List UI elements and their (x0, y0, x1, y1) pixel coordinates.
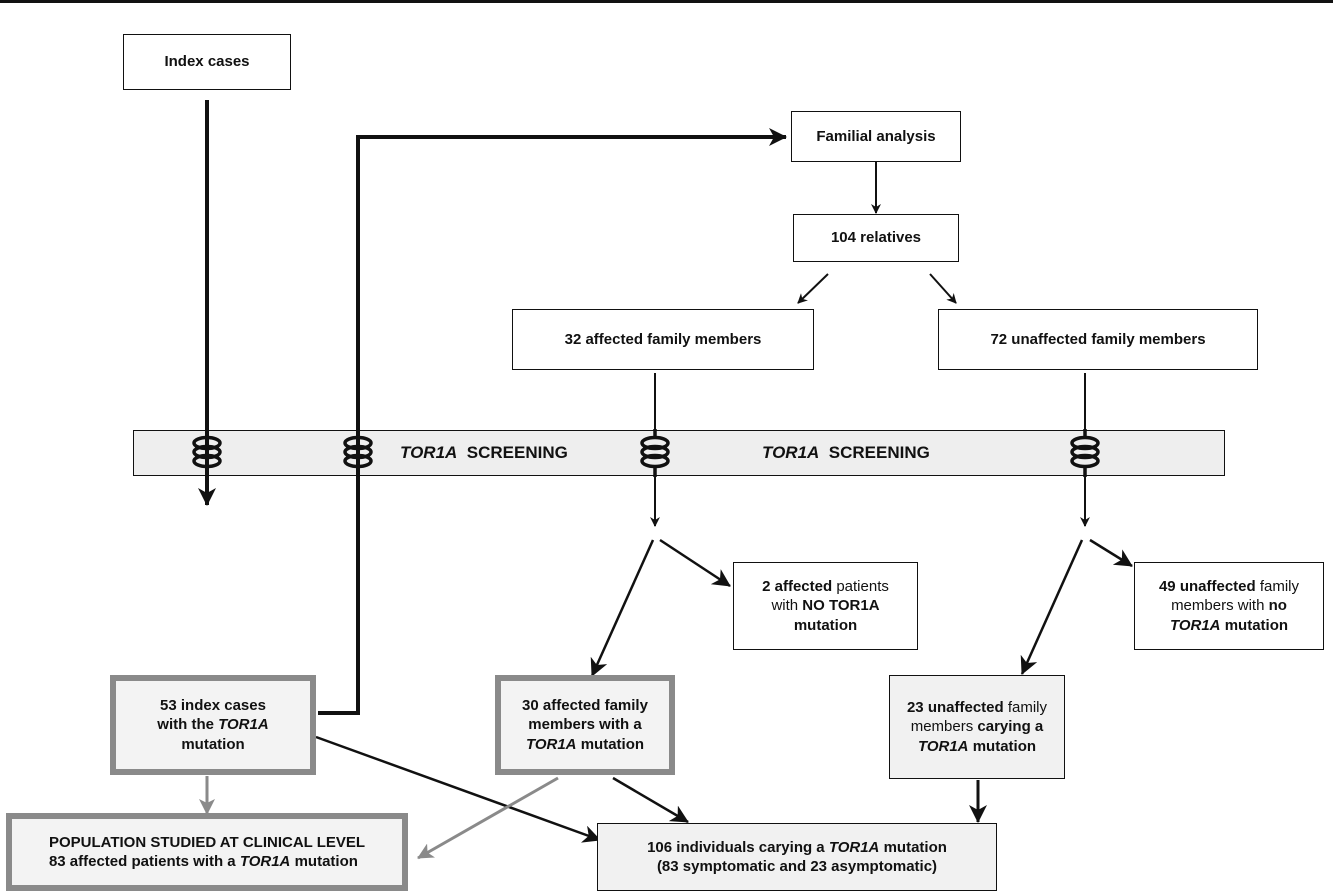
screening-label-1: TOR1A SCREENING (400, 443, 568, 462)
index-to-carriers-arrow (315, 735, 601, 843)
affected-to-population-arrow (417, 776, 559, 860)
affected-to-carriers-arrow (612, 776, 689, 824)
index-cases-mutation-box: 53 index cases with the TOR1A mutation (110, 675, 316, 775)
dna-coil-icon (1070, 429, 1100, 477)
dna-coil-icon (640, 429, 670, 477)
carriers-box: 106 individuals carying a TOR1A mutation… (597, 823, 997, 891)
unaffected-family-box: 72 unaffected family members (938, 309, 1258, 370)
coil-icons (192, 429, 1100, 477)
relatives-to-affected-arrow (797, 273, 829, 304)
screening-label-2: TOR1A SCREENING (762, 443, 930, 462)
relatives-to-unaffected-arrow (929, 273, 957, 304)
index-to-familial-arrow (318, 128, 787, 715)
unaffected-no-mutation-box: 49 unaffected family members with no TOR… (1134, 562, 1324, 650)
affected-no-mutation-arrow (659, 538, 731, 588)
affected-mutation-box: 30 affected family members with a TOR1A … (495, 675, 675, 775)
unaffected-mutation-box: 23 unaffected family members carying a T… (889, 675, 1065, 779)
index-cases-box: Index cases (123, 34, 291, 90)
top-rule (0, 0, 1333, 3)
tor1a-screening-band (133, 430, 1225, 476)
unaffected-mutation-arrow (1020, 539, 1084, 675)
relatives-box: 104 relatives (793, 214, 959, 262)
familial-analysis-box: Familial analysis (791, 111, 961, 162)
unaffected-no-mutation-arrow (1089, 538, 1133, 568)
affected-no-mutation-box: 2 affected patients with NO TOR1A mutati… (733, 562, 918, 650)
dna-coil-icon (343, 429, 373, 477)
affected-family-box: 32 affected family members (512, 309, 814, 370)
affected-mutation-arrow (590, 539, 655, 677)
dna-coil-icon (192, 429, 222, 477)
population-studied-box: POPULATION STUDIED AT CLINICAL LEVEL 83 … (6, 813, 408, 891)
